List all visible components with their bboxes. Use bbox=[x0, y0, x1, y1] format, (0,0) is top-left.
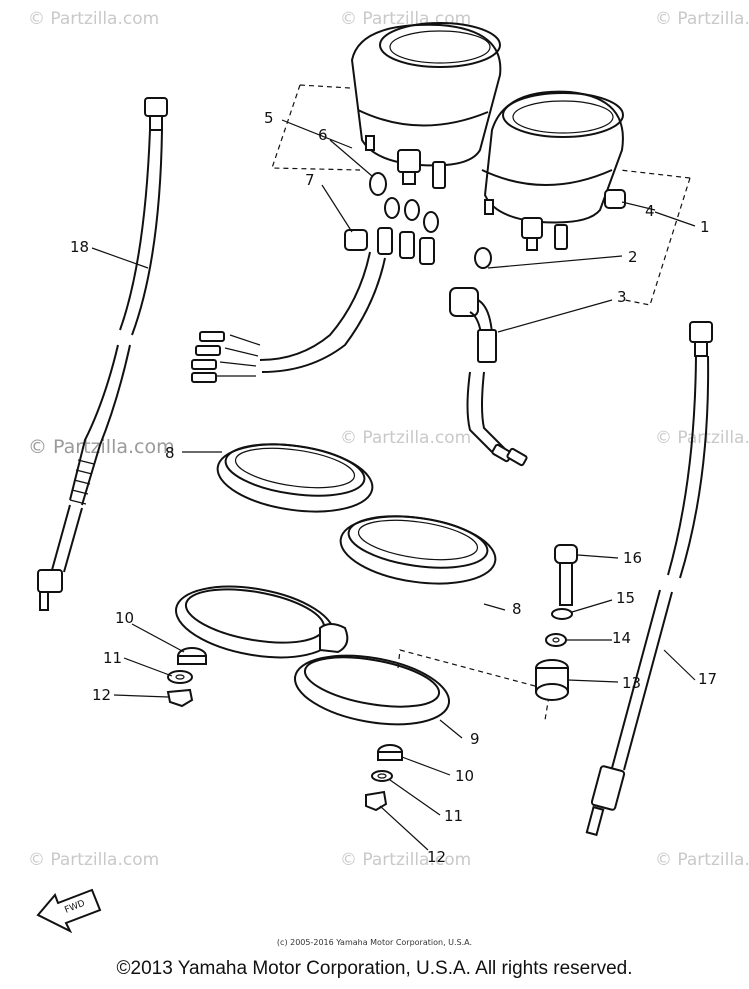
meter-assembly-left bbox=[350, 22, 502, 189]
watermark: © Partzilla.com bbox=[655, 9, 749, 29]
lens-ring-lower bbox=[339, 515, 497, 585]
callout-12-left: 12 bbox=[92, 686, 111, 704]
callout-9: 9 bbox=[470, 730, 480, 748]
callout-8-upper: 8 bbox=[165, 444, 175, 462]
bulb-and-socket bbox=[449, 247, 528, 467]
bulb-cluster bbox=[191, 172, 439, 383]
lens-ring-upper bbox=[216, 443, 374, 513]
callout-6: 6 bbox=[318, 126, 328, 144]
fwd-arrow-icon: FWD bbox=[36, 888, 102, 934]
callout-14: 14 bbox=[612, 629, 631, 647]
meter-assembly-right bbox=[481, 90, 626, 251]
cable-17 bbox=[585, 321, 713, 837]
leader-lines bbox=[91, 119, 696, 851]
callout-18: 18 bbox=[70, 238, 89, 256]
callout-12-right: 12 bbox=[427, 848, 446, 866]
watermark: © Partzilla.com bbox=[655, 428, 749, 448]
callout-13: 13 bbox=[622, 674, 641, 692]
mount-hardware-left bbox=[166, 647, 207, 708]
callout-10-right: 10 bbox=[455, 767, 474, 785]
watermark: © Partzilla.com bbox=[28, 850, 159, 870]
cable-18 bbox=[37, 97, 168, 611]
watermark: © Partzilla.com bbox=[655, 850, 749, 870]
callout-10-left: 10 bbox=[115, 609, 134, 627]
callout-2: 2 bbox=[628, 248, 638, 266]
callout-1: 1 bbox=[700, 218, 710, 236]
copyright-main: ©2013 Yamaha Motor Corporation, U.S.A. A… bbox=[116, 958, 633, 979]
callout-17: 17 bbox=[698, 670, 717, 688]
mount-hardware-right bbox=[365, 744, 403, 812]
watermark: © Partzilla.com bbox=[340, 428, 471, 448]
callout-7: 7 bbox=[305, 171, 315, 189]
callout-11-left: 11 bbox=[103, 649, 122, 667]
callout-15: 15 bbox=[616, 589, 635, 607]
callout-16: 16 bbox=[623, 549, 642, 567]
watermark: © Partzilla.com bbox=[340, 850, 471, 870]
watermark: © Partzilla.com bbox=[28, 9, 159, 29]
meter-case bbox=[175, 585, 551, 726]
watermark: © Partzilla.com bbox=[28, 436, 175, 458]
callout-11-right: 11 bbox=[444, 807, 463, 825]
callout-5: 5 bbox=[264, 109, 274, 127]
callout-4: 4 bbox=[645, 202, 655, 220]
callout-8-lower: 8 bbox=[512, 600, 522, 618]
copyright-small: (c) 2005-2016 Yamaha Motor Corporation, … bbox=[276, 938, 473, 947]
bolt-stack bbox=[535, 544, 578, 701]
callout-3: 3 bbox=[617, 288, 627, 306]
